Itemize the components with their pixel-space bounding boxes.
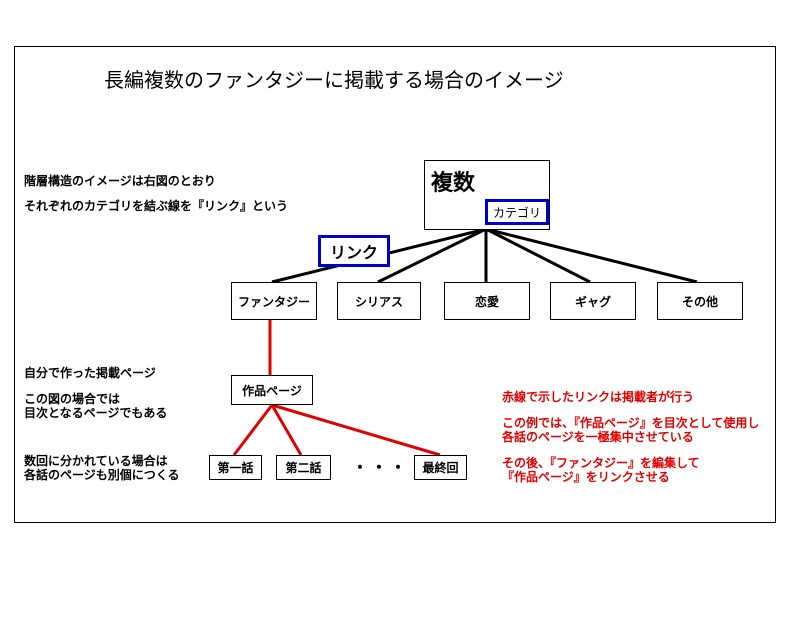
note-link-definition: それぞれのカテゴリを結ぶ線を『リンク』という bbox=[24, 199, 289, 213]
link-line-gag bbox=[485, 227, 591, 284]
episode-2: 第二話 bbox=[276, 455, 331, 480]
link-label: リンク bbox=[329, 243, 378, 262]
category-gag: ギャグ bbox=[550, 282, 636, 320]
note-link-work: 『作品ページ』をリンクさせる bbox=[502, 470, 670, 484]
category-fantasy: ファンタジー bbox=[231, 282, 317, 320]
category-label: カテゴリ bbox=[492, 205, 541, 220]
red-link-ep1 bbox=[232, 404, 274, 456]
link-line-serious bbox=[377, 227, 487, 284]
note-toc-page: 目次となるページでもある bbox=[24, 406, 168, 420]
episode-1: 第一話 bbox=[209, 455, 262, 480]
note-concentrate: 各話のページを一極集中させている bbox=[502, 430, 694, 444]
diagram-frame bbox=[14, 46, 776, 523]
note-edit-fantasy: その後、『ファンタジー』を編集して bbox=[502, 456, 700, 470]
category-serious: シリアス bbox=[337, 282, 421, 320]
note-multi-part: 数回に分かれている場合は bbox=[24, 454, 168, 468]
episode-final: 最終回 bbox=[414, 455, 467, 480]
note-red-link: 赤線で示したリンクは掲載者が行う bbox=[502, 390, 695, 404]
red-link-final bbox=[271, 403, 441, 457]
link-highlight: リンク bbox=[318, 235, 390, 267]
episodes-ellipsis: ・・・・ bbox=[352, 458, 429, 477]
note-separate-pages: 各話のページも別個につくる bbox=[24, 468, 180, 482]
red-link-ep2 bbox=[270, 404, 303, 456]
note-own-page: 自分で作った掲載ページ bbox=[24, 366, 156, 380]
link-line-other bbox=[485, 227, 698, 284]
top-node-label: 複数 bbox=[431, 171, 476, 196]
note-this-case: この図の場合では bbox=[24, 392, 121, 406]
page-title: 長編複数のファンタジーに掲載する場合のイメージ bbox=[104, 68, 564, 92]
category-highlight: カテゴリ bbox=[485, 199, 549, 225]
work-page-node: 作品ページ bbox=[231, 375, 313, 405]
note-hierarchy: 階層構造のイメージは右図のとおり bbox=[24, 174, 216, 188]
category-other: その他 bbox=[657, 282, 743, 320]
note-example: この例では、『作品ページ』を目次として使用し bbox=[502, 416, 760, 430]
category-romance: 恋愛 bbox=[444, 282, 530, 320]
